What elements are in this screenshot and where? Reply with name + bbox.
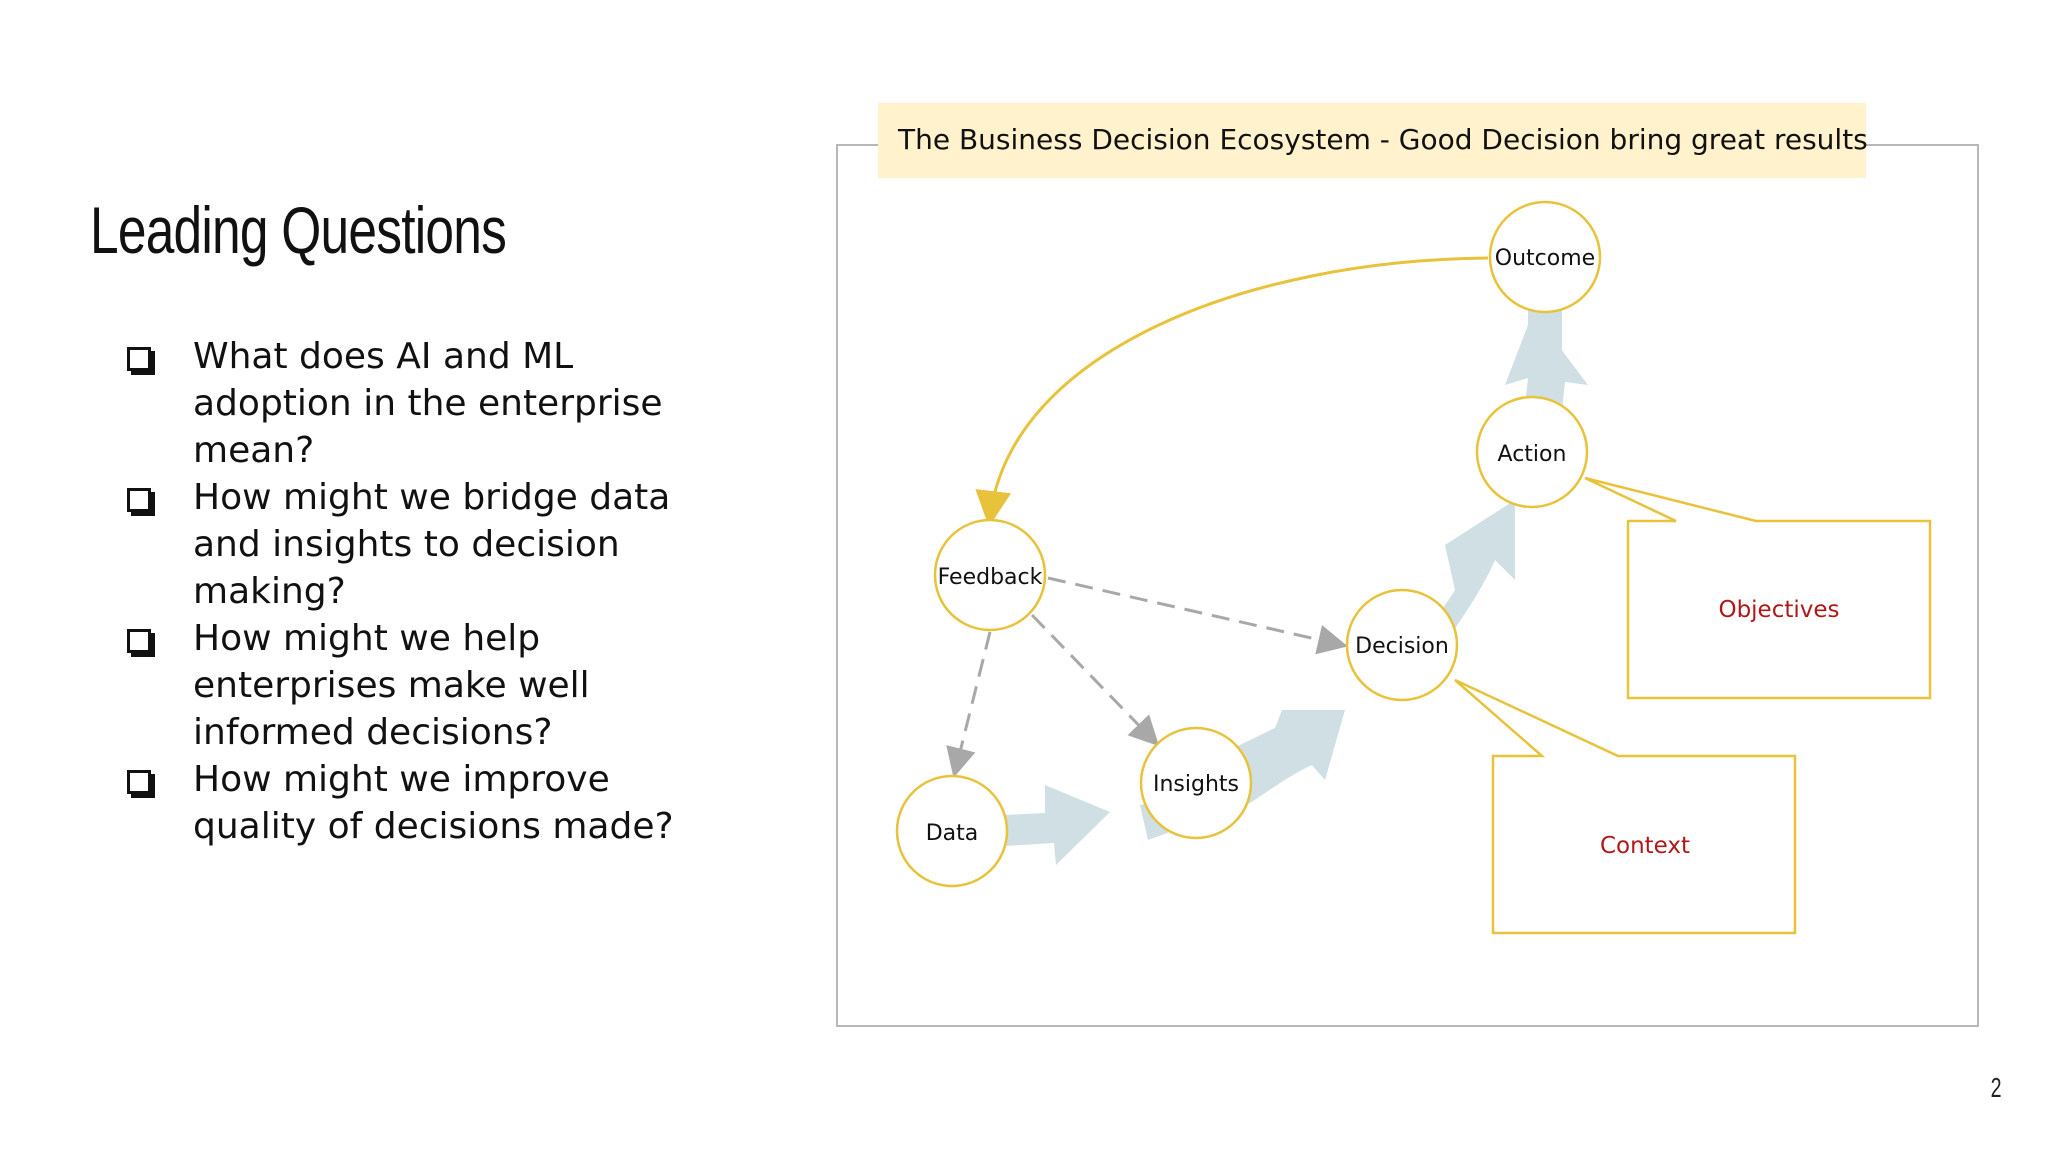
checkbox-bullet-icon xyxy=(127,629,151,653)
node-outcome-label: Outcome xyxy=(1495,246,1595,271)
bullet-item: How might we help enterprises make well … xyxy=(125,615,725,756)
bullet-text: How might we help enterprises make well … xyxy=(193,618,590,753)
feedback-to-data-arrow xyxy=(946,631,992,778)
feedback-to-insights-arrow xyxy=(1030,613,1160,747)
node-feedback: Feedback xyxy=(933,518,1047,632)
node-decision-label: Decision xyxy=(1355,634,1449,659)
flow-arrow-data-insights xyxy=(1005,785,1110,865)
bullet-list: What does AI and ML adoption in the ente… xyxy=(125,333,725,850)
decision-ecosystem-diagram: The Business Decision Ecosystem - Good D… xyxy=(836,103,1979,1027)
node-insights-label: Insights xyxy=(1153,772,1239,797)
outcome-to-feedback-arrow xyxy=(975,256,1489,527)
node-data: Data xyxy=(895,774,1009,888)
node-action-label: Action xyxy=(1498,442,1567,467)
bullet-text: What does AI and ML adoption in the ente… xyxy=(193,336,663,471)
bullet-text: How might we bridge data and insights to… xyxy=(193,477,671,612)
flow-arrow-decision-action xyxy=(1375,500,1515,688)
context-callout-text: Context xyxy=(1600,833,1690,859)
bullet-text: How might we improve quality of decision… xyxy=(193,759,674,847)
node-data-label: Data xyxy=(926,821,979,846)
node-feedback-label: Feedback xyxy=(938,565,1043,590)
diagram-banner-text: The Business Decision Ecosystem - Good D… xyxy=(897,123,1868,156)
diagram-banner xyxy=(878,103,1866,178)
checkbox-bullet-icon xyxy=(127,488,151,512)
context-callout xyxy=(1454,678,1797,935)
objectives-callout-text: Objectives xyxy=(1718,597,1839,623)
node-action: Action xyxy=(1475,395,1589,509)
checkbox-bullet-icon xyxy=(127,347,151,371)
checkbox-bullet-icon xyxy=(127,770,151,794)
flow-arrow-action-outcome-stem xyxy=(1528,305,1562,385)
node-insights: Insights xyxy=(1139,726,1253,840)
feedback-to-decision-arrow xyxy=(1047,576,1348,655)
dashed-arrows xyxy=(946,576,1348,778)
bullet-item: How might we bridge data and insights to… xyxy=(125,474,725,615)
node-outcome: Outcome xyxy=(1488,200,1602,314)
objectives-callout xyxy=(1584,476,1932,700)
bullet-item: What does AI and ML adoption in the ente… xyxy=(125,333,725,474)
node-decision: Decision xyxy=(1345,588,1459,702)
bullet-item: How might we improve quality of decision… xyxy=(125,756,725,850)
slide-title: Leading Questions xyxy=(90,193,507,267)
page-number: 2 xyxy=(1991,1072,2002,1103)
